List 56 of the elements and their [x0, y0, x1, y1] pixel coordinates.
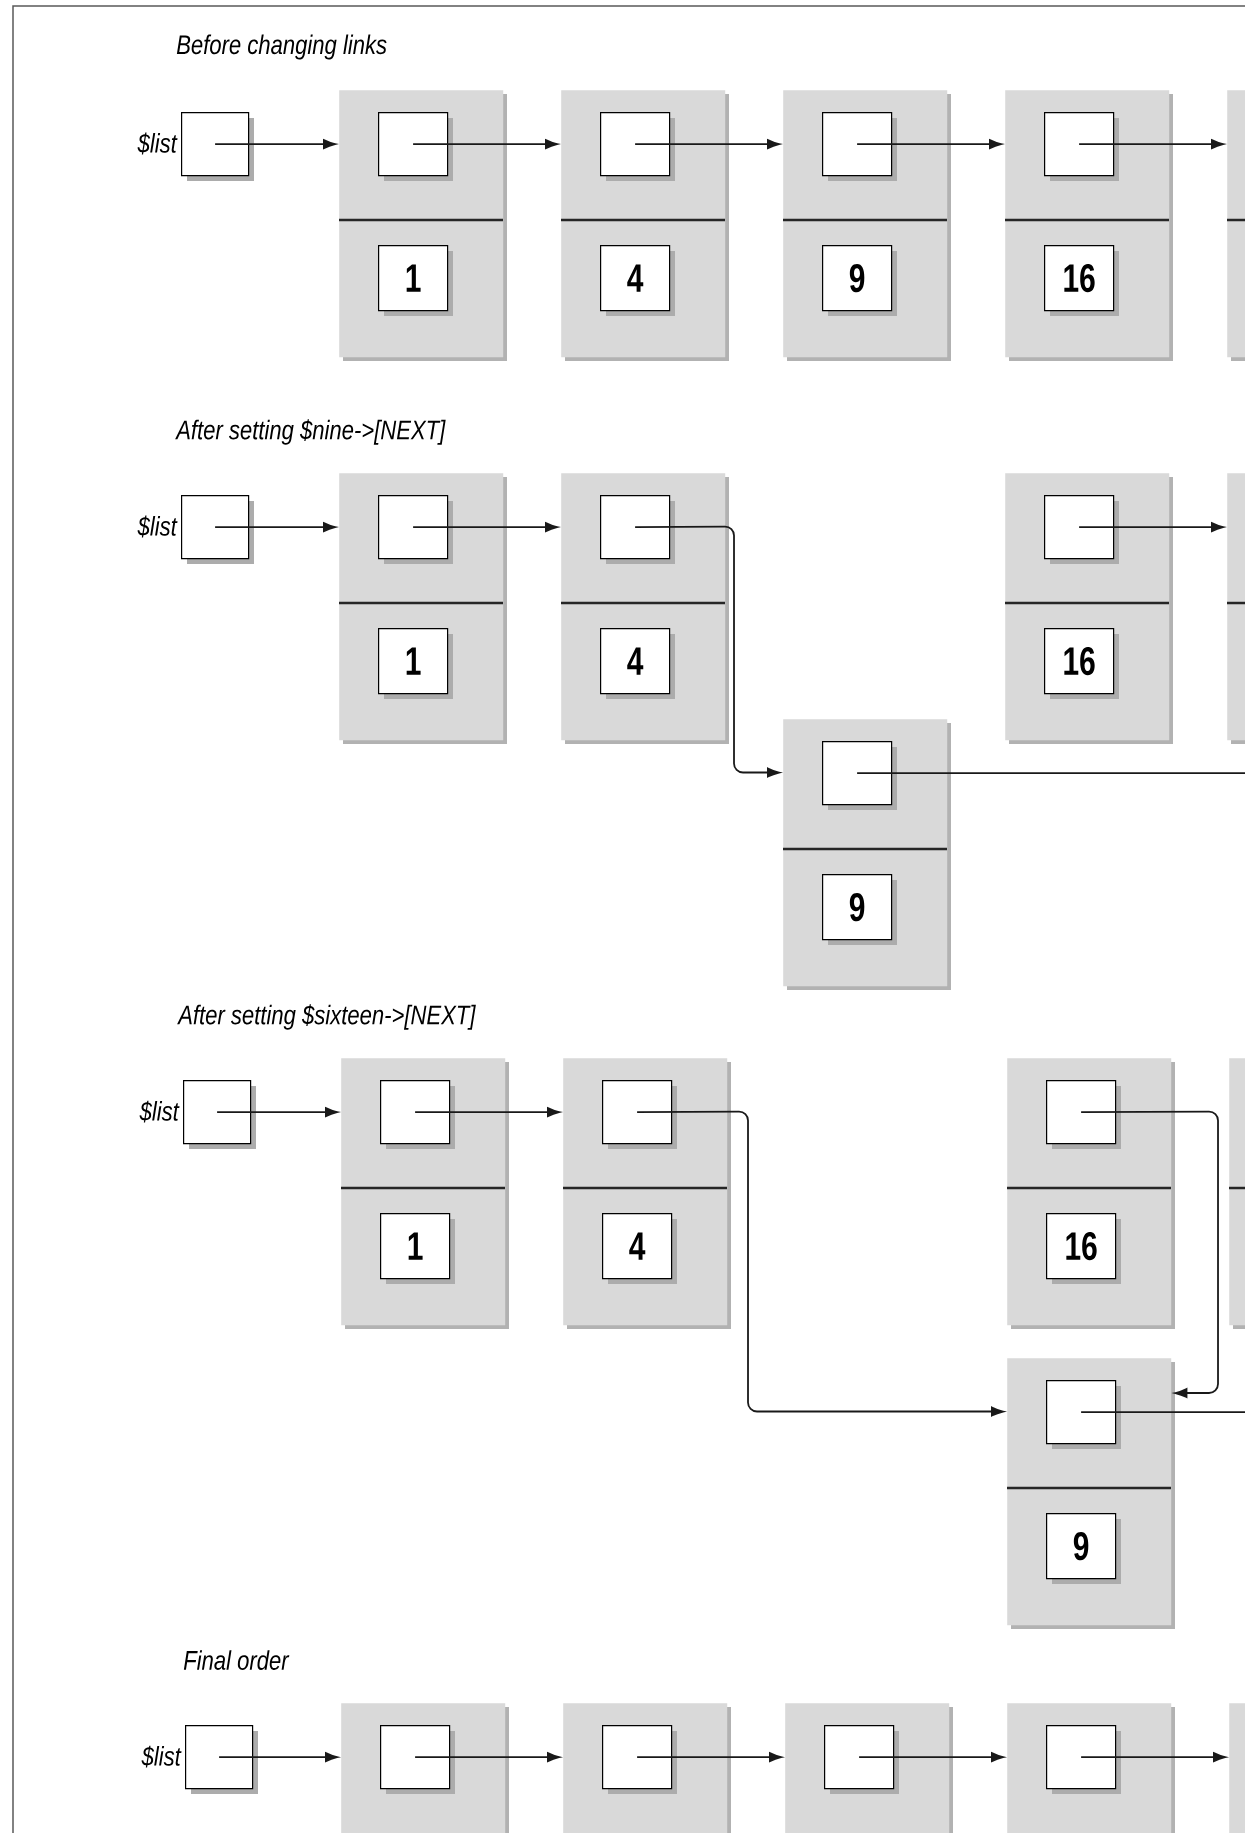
value-box: 1 [378, 628, 453, 699]
arrow [412, 139, 558, 149]
arrow [634, 139, 780, 149]
variable-name: $list [139, 1100, 180, 1123]
value-box: 16 [1044, 245, 1119, 316]
arrow [414, 1107, 560, 1117]
arrow [1078, 522, 1224, 532]
value-box: 9 [822, 245, 897, 316]
arrow [856, 139, 1002, 149]
panel-title: After setting $sixteen->[NEXT] [177, 1004, 476, 1030]
pointer-box [378, 112, 453, 181]
cut-off-cell [1229, 1703, 1245, 1833]
variable-name: $list [137, 515, 178, 538]
variable-name: $list [141, 1745, 182, 1768]
arrow [636, 1752, 782, 1762]
pointer-box [185, 1725, 258, 1794]
arrow [414, 1752, 560, 1762]
value-box: 9 [1046, 1513, 1121, 1584]
pointer-box [181, 112, 254, 181]
pointer-box [600, 112, 675, 181]
arrow [1080, 1752, 1226, 1762]
arrow [858, 1752, 1004, 1762]
pointer-box [380, 1725, 455, 1794]
variable-name: $list [137, 132, 178, 155]
arrow [218, 1752, 338, 1762]
pointer-box [824, 1725, 899, 1794]
cut-off-cell [1227, 90, 1245, 361]
pointer-box [183, 1080, 256, 1149]
pointer-box [378, 495, 453, 564]
arrow [214, 139, 336, 149]
panel-title: Before changing links [176, 34, 387, 60]
value-box: 16 [1046, 1213, 1121, 1284]
arrow [216, 1107, 338, 1117]
arrow [1080, 1110, 1219, 1398]
arrow [412, 522, 558, 532]
pointer-box [1046, 1725, 1121, 1794]
panel-title: After setting $nine->[NEXT] [175, 419, 446, 445]
pointer-box [822, 112, 897, 181]
pointer-box [1044, 112, 1119, 181]
arrow [1078, 139, 1224, 149]
cut-off-cell [1227, 473, 1245, 744]
pointer-box [602, 1725, 677, 1794]
pointer-box [1046, 1380, 1121, 1449]
cut-off-cell [1229, 1058, 1245, 1329]
value-box: 1 [380, 1213, 455, 1284]
value-box: 1 [378, 245, 453, 316]
pointer-box [822, 741, 897, 810]
pointer-box [1046, 1080, 1121, 1149]
value-box: 9 [822, 874, 897, 945]
pointer-box [1044, 495, 1119, 564]
value-box: 16 [1044, 628, 1119, 699]
arrow [214, 522, 336, 532]
pointer-box [380, 1080, 455, 1149]
value-box: 4 [600, 245, 675, 316]
panel-title: Final order [183, 1650, 290, 1670]
pointer-box [181, 495, 254, 564]
